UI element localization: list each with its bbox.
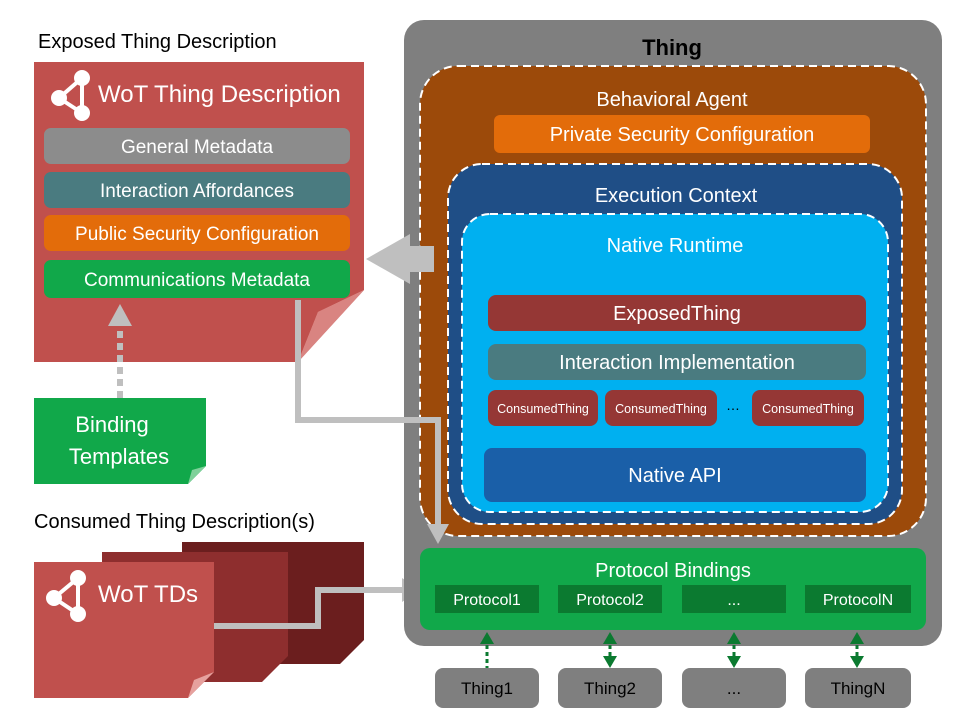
protocol-label-3: ... <box>727 592 740 609</box>
remote-thing-box-2 <box>558 668 662 708</box>
wot-tds-title: WoT TDs <box>98 581 198 608</box>
td-sections: General Metadata Interaction Affordances… <box>44 128 350 298</box>
interaction-implementation-box <box>488 344 866 380</box>
consumed-thing-box-1 <box>488 390 598 426</box>
remote-thing-label-2: Thing2 <box>584 679 636 698</box>
native-api-box <box>484 448 866 502</box>
protocol-bindings-box <box>420 548 926 630</box>
interaction-affordances-box <box>44 172 350 208</box>
remote-thing-box-n <box>805 668 911 708</box>
protocol-list: Protocol1 Protocol2 ... ProtocolN <box>435 585 911 613</box>
comms-metadata-to-bindings-arrow <box>295 300 449 544</box>
native-runtime-label: Native Runtime <box>607 235 744 257</box>
binding-templates-label-1: Binding <box>75 412 148 437</box>
interaction-affordances-label: Interaction Affordances <box>100 181 294 202</box>
protocol-box-3 <box>682 585 786 613</box>
protocol-label-n: ProtocolN <box>823 592 893 609</box>
protocol-label-1: Protocol1 <box>453 592 521 609</box>
wot-tds-network-icon <box>46 570 86 622</box>
consumed-thing-label-1: ConsumedThing <box>497 402 589 416</box>
private-security-label: Private Security Configuration <box>550 124 815 146</box>
consumed-thing-box-2 <box>605 390 717 426</box>
general-metadata-box <box>44 128 350 164</box>
consumed-thing-box-n <box>752 390 864 426</box>
general-metadata-label: General Metadata <box>121 137 274 158</box>
td-card-title: WoT Thing Description <box>98 81 341 108</box>
consumed-heading: Consumed Thing Description(s) <box>34 511 315 533</box>
consumed-td-stack <box>34 542 364 698</box>
binding-templates-label-2: Templates <box>69 444 169 469</box>
remote-thing-label-1: Thing1 <box>461 679 513 698</box>
protocol-box-n <box>805 585 911 613</box>
execution-context-label: Execution Context <box>595 185 758 207</box>
remote-thing-label-n: ThingN <box>831 679 886 698</box>
remote-things: Thing1 Thing2 ... ThingN <box>435 668 911 708</box>
remote-thing-box-3 <box>682 668 786 708</box>
native-api-label: Native API <box>628 465 721 487</box>
communications-metadata-box <box>44 260 350 298</box>
protocol-label-2: Protocol2 <box>576 592 644 609</box>
communications-metadata-label: Communications Metadata <box>84 270 310 291</box>
remote-thing-box-1 <box>435 668 539 708</box>
exposed-heading: Exposed Thing Description <box>38 31 277 53</box>
remote-thing-connectors <box>480 632 864 668</box>
protocol-box-1 <box>435 585 539 613</box>
protocol-bindings-label: Protocol Bindings <box>595 560 751 582</box>
public-security-box <box>44 215 350 251</box>
consumed-thing-label-2: ConsumedThing <box>615 402 707 416</box>
consumed-thing-ellipsis: … <box>726 397 740 413</box>
remote-thing-label-3: ... <box>727 679 741 698</box>
private-security-box <box>494 115 870 153</box>
thing-to-exposed-td-arrow <box>366 234 434 284</box>
consumed-things-row: ConsumedThing ConsumedThing … ConsumedTh… <box>488 390 864 426</box>
exposed-thing-label: ExposedThing <box>613 303 741 325</box>
wot-network-icon <box>51 70 90 121</box>
public-security-label: Public Security Configuration <box>75 224 319 245</box>
consumed-thing-label-n: ConsumedThing <box>762 402 854 416</box>
protocol-box-2 <box>558 585 662 613</box>
behavioral-agent-label: Behavioral Agent <box>596 89 748 111</box>
binding-templates-card <box>34 398 206 484</box>
exposed-thing-box <box>488 295 866 331</box>
binding-to-td-arrow <box>108 304 132 398</box>
interaction-implementation-label: Interaction Implementation <box>559 352 795 374</box>
thing-title: Thing <box>642 35 702 60</box>
